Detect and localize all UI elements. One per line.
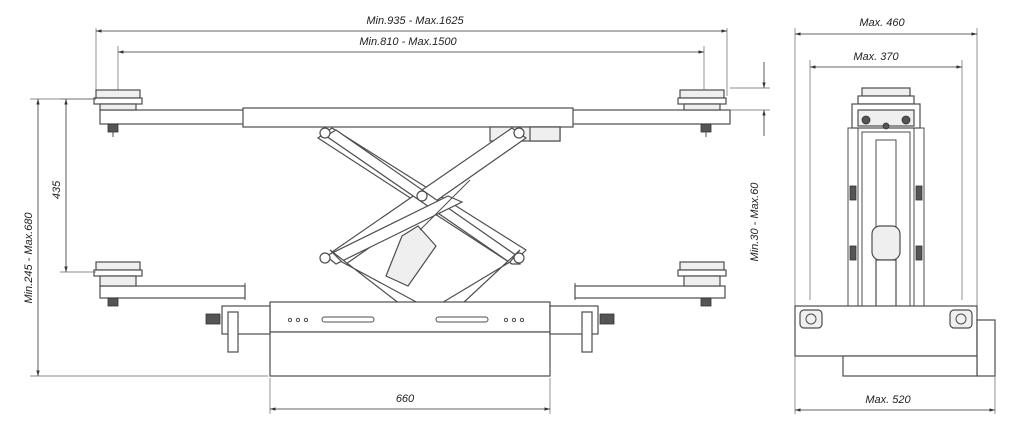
upper-left-pad: [93, 89, 143, 137]
base-length-label: 660: [396, 393, 415, 405]
side-base-label: Max. 520: [865, 394, 911, 406]
arm-drop-dimension: 435: [51, 98, 96, 273]
outer-width-label: Min.935 - Max.1625: [366, 15, 464, 27]
lower-left-pad: [93, 261, 143, 307]
base-length-dimension: 660: [269, 378, 551, 414]
lower-right-pad: [677, 261, 727, 307]
upper-beam: [242, 107, 574, 128]
pad-adjust-dimension: Min.30 - Max.60: [730, 62, 770, 261]
side-outer-dimension: Max. 460: [794, 17, 978, 306]
inner-width-dimension: Min.810 - Max.1500: [117, 36, 705, 96]
total-height-dimension: Min.245 - Max.680: [23, 98, 268, 377]
upper-right-pad: [677, 89, 727, 137]
front-view: Min.935 - Max.1625 Min.810 - Max.1500: [23, 15, 770, 414]
pad-adjust-label: Min.30 - Max.60: [749, 182, 761, 262]
inner-width-label: Min.810 - Max.1500: [359, 36, 457, 48]
side-inner-label: Max. 370: [853, 51, 899, 63]
lower-arm: [99, 285, 246, 299]
side-base-dimension: Max. 520: [794, 356, 996, 414]
hydraulic-cylinder: [385, 225, 437, 287]
total-height-label: Min.245 - Max.680: [23, 212, 35, 304]
base-frame: [205, 301, 615, 377]
side-outer-label: Max. 460: [859, 17, 905, 29]
scissor-mechanism: [316, 127, 528, 305]
side-inner-dimension: Max. 370: [809, 51, 963, 300]
arm-drop-label: 435: [51, 180, 63, 199]
side-view: Max. 460 Max. 370: [794, 17, 996, 414]
outer-width-dimension: Min.935 - Max.1625: [95, 15, 728, 96]
